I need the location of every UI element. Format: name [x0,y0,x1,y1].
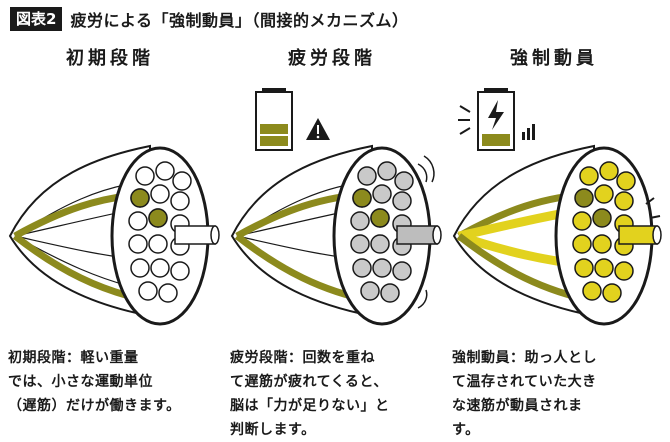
figure-badge: 図表2 [10,7,63,31]
battery-low-icon [255,88,293,151]
figure-header: 図表2 疲労による「強制動員」（間接的メカニズム） [10,6,408,32]
muscle-diagram-initial [0,86,220,326]
stage-caption: 初期段階：軽い重量 では、小さな運動単位 （遅筋）だけが働きます。 [8,350,181,414]
stage-caption: 疲労段階：回数を重ね て遅筋が疲れてくると、 脳は「力が足りない」と 判断します… [230,350,390,438]
stage-caption: 強制動員：助っ人とし て温存されていた大き な速筋が動員されま す。 [452,350,597,438]
battery-charging-icon [477,88,515,151]
signal-bars-icon [522,124,535,140]
warning-icon [306,118,330,140]
stage-title: 初期段階 [66,48,154,69]
figure-title: 疲労による「強制動員」（間接的メカニズム） [70,11,409,30]
muscle-diagram-fatigue [222,86,442,326]
stage-title: 強制動員 [510,48,598,69]
muscle-diagram-recruitment [444,86,664,326]
stage-title: 疲労段階 [288,48,376,69]
